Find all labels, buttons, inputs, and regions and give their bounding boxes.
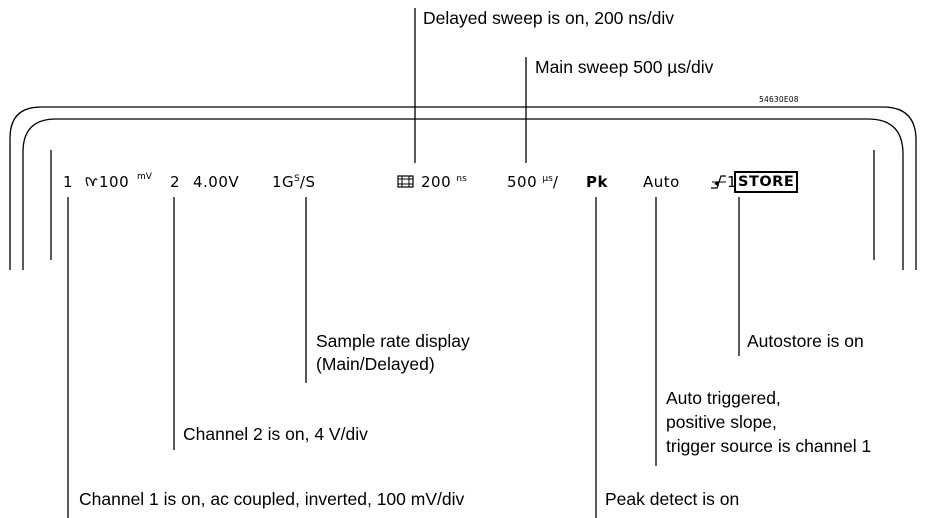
ch1-number: 1 [63,173,74,191]
callout-sample-rate-1: Sample rate display [316,331,470,351]
callout-sample-rate-2: (Main/Delayed) [316,354,435,374]
callout-delayed-sweep: Delayed sweep is on, 200 ns/div [423,8,674,28]
callout-main-sweep: Main sweep 500 µs/div [535,57,714,77]
callout-auto-trig-3: trigger source is channel 1 [666,436,872,456]
ch2-number: 2 [170,173,181,191]
figure-id: 54630E08 [759,95,799,104]
delayed-sweep-icon [397,175,414,188]
ch1-unit-text: mV [137,172,152,182]
delayed-unit-text: ns [456,174,467,184]
sample-rate-unit-bottom: S [305,173,316,191]
bezel-inner [22,118,904,270]
peak-detect-indicator: Pk [586,173,608,191]
store-indicator: STORE [734,171,799,193]
ac-inverted-icon [85,177,98,187]
sample-rate-value: 1G [272,173,295,191]
callout-auto-trig-1: Auto triggered, [666,388,781,408]
callout-autostore: Autostore is on [747,331,864,351]
delayed-sweep-value: 200 ns [421,173,467,191]
trigger-mode: Auto [643,173,680,191]
ch1-unit: mV [137,171,152,189]
delayed-value-text: 200 [421,173,452,191]
main-value-text: 500 [507,173,538,191]
bezel-outer [9,106,917,270]
sample-rate: 1GS/S [272,173,316,191]
callout-auto-trig-2: positive slope, [666,412,777,432]
ch2-scale: 4.00V [193,173,240,191]
trigger-source: 1 [727,173,738,191]
trigger-slope-icon [711,175,726,189]
main-sweep-value: 500 µs/ [507,173,559,191]
main-unit-text: µs [542,174,553,184]
callout-channel1: Channel 1 is on, ac coupled, inverted, 1… [79,489,465,509]
callout-peak-detect: Peak detect is on [605,489,740,509]
sample-rate-unit-top: S [294,174,300,184]
callout-channel2: Channel 2 is on, 4 V/div [183,424,368,444]
ch1-scale: 100 [99,173,130,191]
